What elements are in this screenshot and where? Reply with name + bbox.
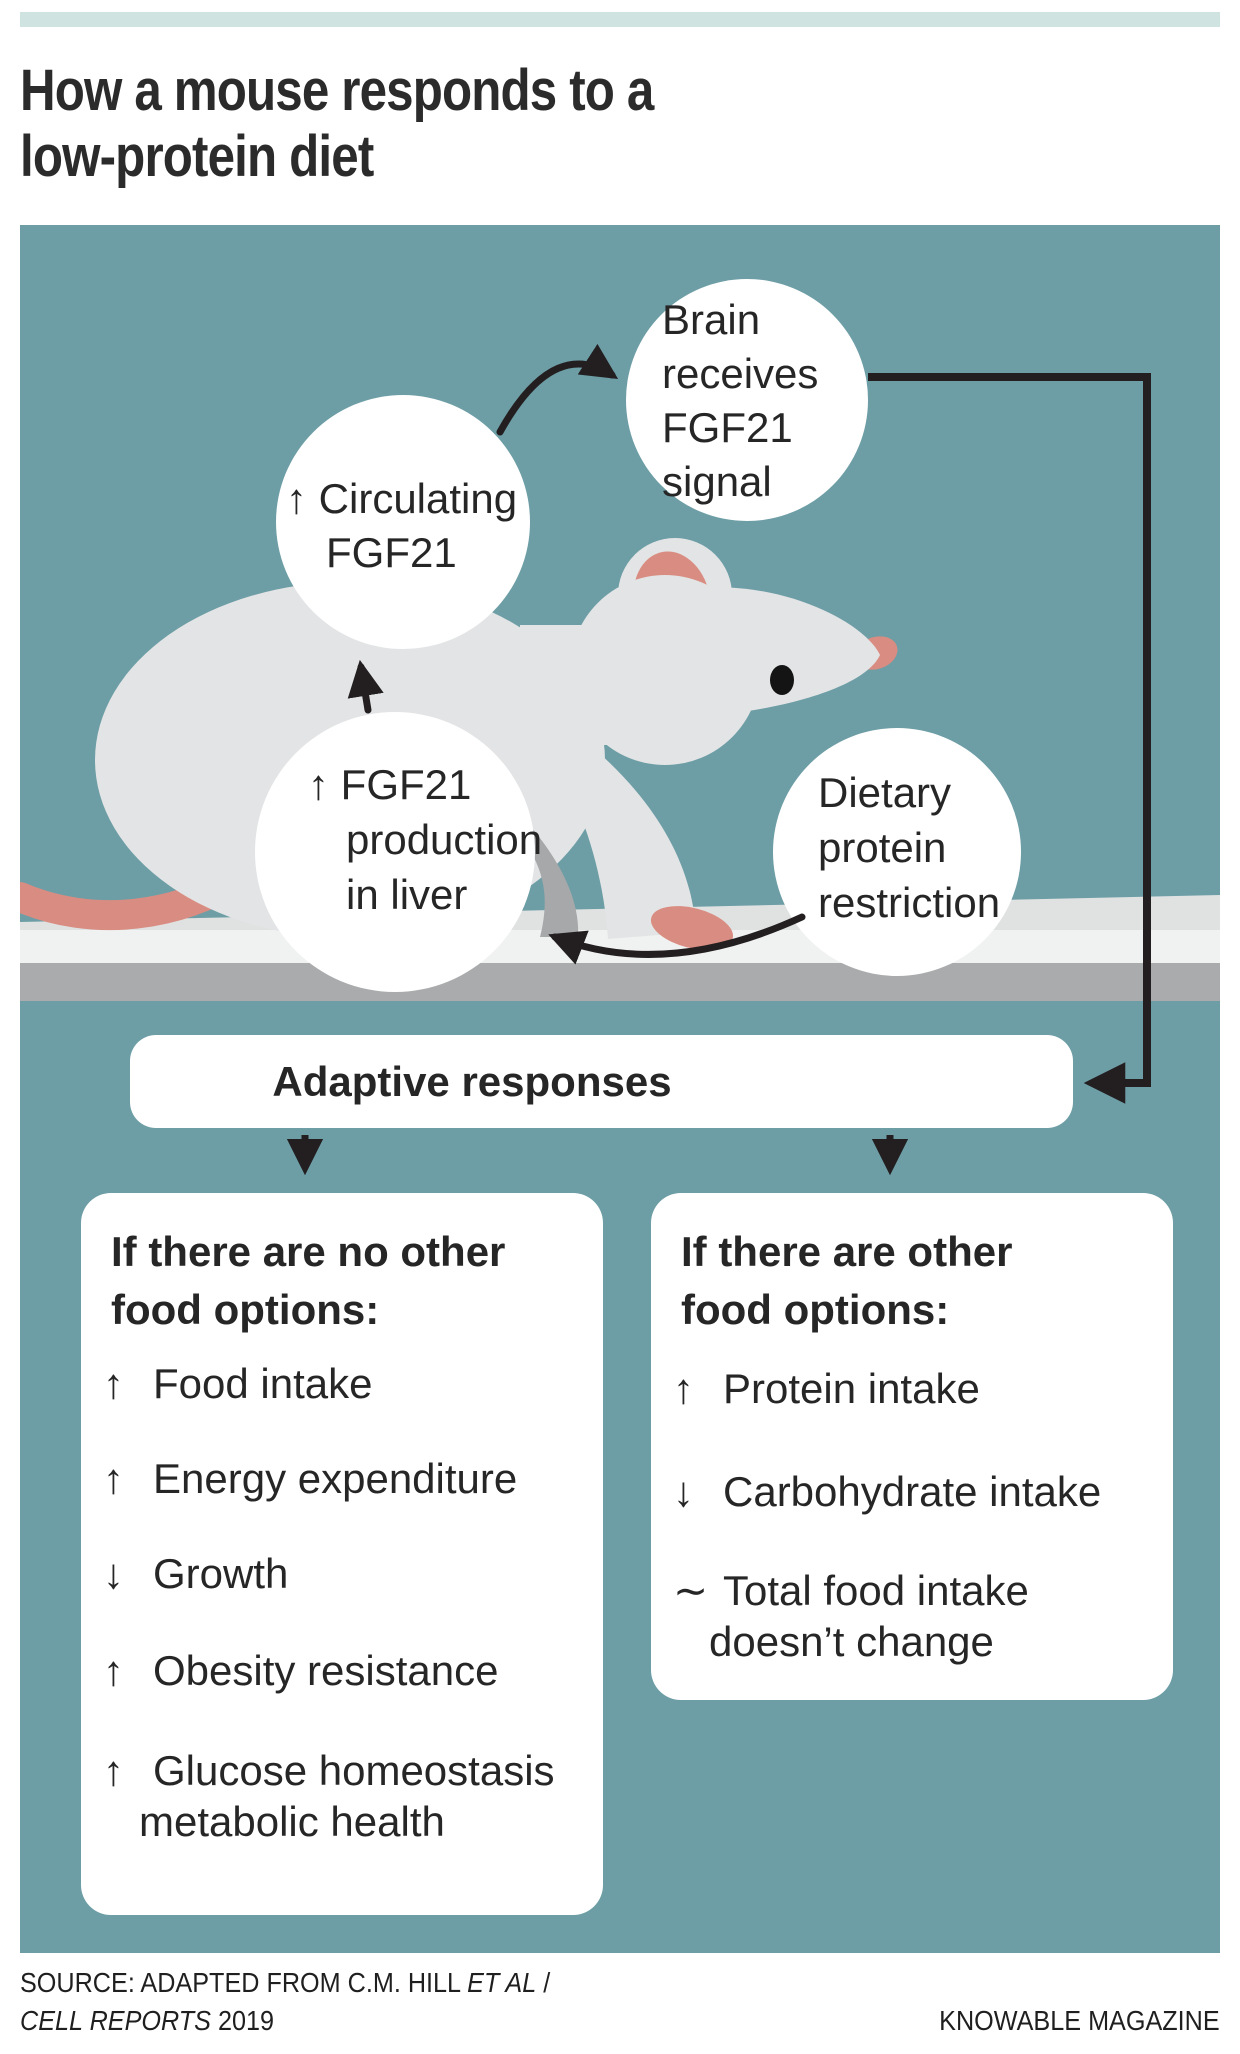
- item-label-line2: doesn’t change: [709, 1618, 994, 1665]
- journal-name: CELL REPORTS: [20, 2005, 211, 2036]
- up-arrow-icon: ↑: [103, 1360, 124, 1407]
- list-item: ↓ Carbohydrate intake: [673, 1467, 1101, 1517]
- source-end: /: [536, 1967, 551, 1998]
- no-other-food-box: If there are no other food options: ↑ Foo…: [81, 1193, 603, 1915]
- no-other-food-heading-line2: food options:: [111, 1286, 380, 1333]
- item-label: Carbohydrate intake: [723, 1468, 1102, 1515]
- bubble-liver-production: [255, 712, 535, 992]
- source-credit-line2: CELL REPORTS 2019: [20, 2005, 274, 2037]
- dietary-restriction-label: Dietary protein restriction: [818, 765, 1000, 930]
- up-arrow-icon: ↑: [103, 1647, 124, 1694]
- brain-line-4: signal: [662, 458, 772, 505]
- journal-year: 2019: [210, 2005, 275, 2036]
- dietary-line-3: restriction: [818, 879, 1001, 926]
- arrow-circulating-to-brain: [496, 343, 619, 436]
- page-title: How a mouse responds to a low-protein di…: [20, 58, 785, 190]
- down-arrow-icon: ↓: [103, 1550, 124, 1597]
- no-other-food-heading: If there are no other food options:: [111, 1223, 505, 1339]
- up-arrow-icon: ↑: [103, 1455, 124, 1502]
- dietary-line-1: Dietary: [818, 769, 952, 816]
- list-item: ↑ Energy expenditure: [103, 1454, 517, 1504]
- circulating-line-2: FGF21: [326, 529, 457, 576]
- no-other-food-heading-line1: If there are no other: [111, 1228, 506, 1275]
- other-food-heading-line2: food options:: [681, 1286, 950, 1333]
- bubble-dietary-restriction: [773, 728, 1021, 976]
- title-line-1: How a mouse responds to a: [20, 58, 654, 123]
- dietary-line-2: protein: [818, 824, 947, 871]
- brain-line-2: receives: [662, 350, 819, 397]
- adaptive-responses-label: Adaptive responses: [272, 1057, 672, 1105]
- liver-line-1: ↑ FGF21: [308, 761, 472, 808]
- other-food-heading-line1: If there are other: [681, 1228, 1013, 1275]
- item-label: Glucose homeostasis: [153, 1747, 555, 1794]
- arrow-dietary-to-liver: [548, 913, 806, 965]
- brand-credit: KNOWABLE MAGAZINE: [939, 2005, 1220, 2036]
- diagram-panel: ↑ Circulating FGF21 Brain receives FGF21…: [20, 225, 1220, 1953]
- bubble-circulating-fgf21: [276, 395, 530, 649]
- circulating-fgf21-label: ↑ Circulating FGF21: [286, 472, 517, 580]
- list-item: ↓ Growth: [103, 1549, 288, 1599]
- down-arrow-icon: ↓: [673, 1468, 694, 1515]
- mouse-front-leg: [548, 725, 696, 939]
- bubble-brain-signal: [626, 279, 868, 521]
- mouse-paw: [650, 906, 734, 950]
- item-label: Protein intake: [723, 1365, 980, 1412]
- source-italic: ET AL: [467, 1967, 537, 1998]
- floor-dark-strip: [20, 963, 1220, 1001]
- list-item: ↑ Protein intake: [673, 1364, 980, 1414]
- brain-signal-label: Brain receives FGF21 signal: [662, 293, 818, 509]
- list-item: ∼ Total food intake: [673, 1566, 1029, 1616]
- diagram-arrows: [286, 343, 1151, 1176]
- item-label: Food intake: [153, 1360, 373, 1407]
- arrow-liver-to-circulating: [347, 659, 384, 714]
- tilde-icon: ∼: [673, 1567, 709, 1614]
- adaptive-responses-box: Adaptive responses: [130, 1035, 1073, 1128]
- liver-production-label: ↑ FGF21 production in liver: [308, 757, 542, 922]
- list-item: ↑ Food intake: [103, 1359, 372, 1409]
- list-item: ↑ Glucose homeostasis: [103, 1746, 555, 1796]
- other-food-box: If there are other food options: ↑ Protei…: [651, 1193, 1173, 1700]
- list-item: ↑ Obesity resistance: [103, 1646, 498, 1696]
- liver-line-2: production: [346, 816, 543, 863]
- accent-bar: [20, 12, 1220, 27]
- mouse-eye: [770, 665, 794, 695]
- brain-line-1: Brain: [662, 296, 761, 343]
- circulating-line-1: ↑ Circulating: [286, 475, 518, 522]
- item-label: Total food intake: [723, 1567, 1029, 1614]
- mouse-snout: [698, 587, 880, 717]
- source-text: SOURCE: ADAPTED FROM C.M. HILL: [20, 1967, 468, 1998]
- connector-brain-to-adaptive: [868, 373, 1151, 1104]
- up-arrow-icon: ↑: [103, 1747, 124, 1794]
- item-label: Growth: [153, 1550, 289, 1597]
- liver-line-3: in liver: [346, 871, 468, 918]
- item-label: Energy expenditure: [153, 1455, 518, 1502]
- source-credit-line1: SOURCE: ADAPTED FROM C.M. HILL ET AL /: [20, 1967, 550, 1999]
- title-line-2: low-protein diet: [20, 124, 374, 189]
- item-label-line2: metabolic health: [139, 1798, 445, 1845]
- brain-line-3: FGF21: [662, 404, 793, 451]
- item-label: Obesity resistance: [153, 1647, 499, 1694]
- other-food-heading: If there are other food options:: [681, 1223, 1012, 1339]
- up-arrow-icon: ↑: [673, 1365, 694, 1412]
